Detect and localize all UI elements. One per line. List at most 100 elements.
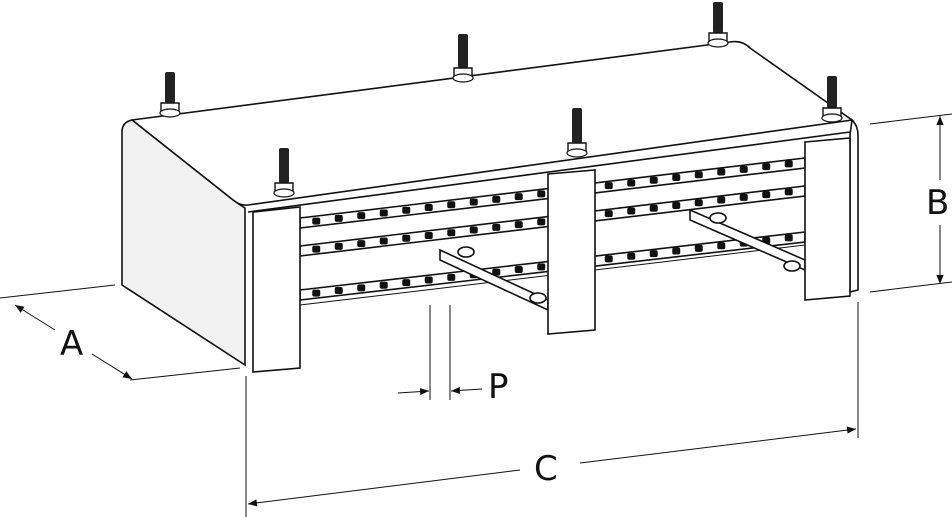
bolt-head (649, 250, 658, 258)
bolt-head (649, 204, 658, 212)
bracket-center (547, 169, 596, 335)
dimension-arrow (450, 386, 483, 395)
threaded-stud (566, 108, 588, 158)
bolt-head (739, 165, 748, 173)
bracket-right (804, 137, 851, 301)
stud-thread (713, 2, 723, 33)
threaded-stud (821, 76, 843, 123)
stud-washer (566, 148, 588, 158)
stud-thread (458, 34, 468, 68)
bolt-head (334, 287, 343, 295)
stud-washer (159, 108, 181, 118)
bolt-head (424, 232, 433, 239)
bolt-head (402, 234, 411, 242)
stud-washer (273, 188, 295, 198)
bolt-head (672, 202, 681, 209)
bolt-head (672, 247, 681, 255)
bolt-head (402, 206, 411, 214)
bolt-head (762, 163, 771, 171)
bracket-left (252, 206, 301, 373)
bolt-head (784, 160, 793, 168)
dimension-label-p: P (488, 367, 509, 407)
stud-thread (279, 148, 289, 183)
bolt-head (604, 210, 613, 218)
bolt-head (312, 289, 321, 297)
dimension-arrow (247, 469, 521, 507)
bolt-head (627, 207, 636, 215)
bolt-head (447, 229, 456, 237)
bolt-head (514, 221, 523, 229)
bolt-head (604, 255, 613, 263)
bolt-head (424, 276, 433, 284)
dimension-a: A (0, 284, 241, 381)
dimension-p: P (397, 305, 509, 407)
support-nut (709, 212, 727, 224)
extension-line (869, 113, 952, 125)
bolt-head (537, 218, 546, 226)
threaded-studs (159, 2, 843, 198)
bolt-head (514, 265, 523, 273)
stud-thread (572, 108, 582, 143)
bolt-head (312, 217, 321, 225)
bolt-head (492, 195, 501, 203)
front-top-edge (247, 131, 851, 213)
bolt-head (672, 174, 681, 181)
bolt-head (469, 226, 478, 234)
bolt-head (762, 191, 771, 199)
threaded-stud (159, 72, 181, 118)
bolt-head (312, 245, 321, 253)
dimension-label-c: C (534, 449, 558, 489)
threaded-stud (707, 2, 729, 48)
bolt-head (379, 281, 388, 289)
bolt-head (717, 242, 726, 250)
threaded-stud (273, 148, 295, 198)
dimension-b: B (869, 113, 952, 293)
bolt-head (717, 168, 726, 176)
bolt-head (694, 171, 703, 179)
dimension-label-b: B (926, 183, 949, 223)
bolt-head (469, 198, 478, 206)
bolt-head (784, 188, 793, 196)
dimension-c: C (245, 302, 859, 517)
bolt-head (694, 244, 703, 252)
top-face (130, 40, 855, 206)
threaded-stud (452, 34, 474, 83)
bolt-head (402, 279, 411, 287)
brackets (252, 137, 851, 373)
stud-thread (165, 72, 175, 103)
bolt-head (379, 209, 388, 217)
dimension-arrow (91, 353, 133, 380)
stud-washer (707, 38, 729, 48)
support-nut (783, 260, 801, 272)
cross-supports (439, 208, 806, 312)
dimension-label-a: A (60, 324, 83, 364)
extension-line (129, 367, 241, 381)
bolt-head (604, 182, 613, 190)
dimension-arrow (579, 426, 857, 464)
bolt-head (447, 273, 456, 281)
bolt-head (424, 204, 433, 211)
extension-line (0, 284, 116, 299)
bolt-head (514, 193, 523, 201)
bolt-head (379, 237, 388, 245)
bolt-head (447, 201, 456, 209)
dimension-arrow (14, 304, 56, 331)
bolt-head (627, 252, 636, 260)
bolt-head (334, 242, 343, 250)
enclosure (121, 40, 859, 367)
bolt-head (492, 268, 501, 276)
bolt-head (739, 193, 748, 201)
bolt-head (784, 234, 793, 242)
bolt-head (649, 176, 658, 184)
bolt-head (357, 240, 366, 248)
bolt-head (357, 284, 366, 292)
bolt-head (627, 179, 636, 187)
bolt-head (717, 196, 726, 204)
bolt-head (357, 212, 366, 220)
bolt-head (334, 214, 343, 222)
support-nut (529, 292, 547, 304)
bolt-head (537, 263, 546, 271)
stud-washer (452, 73, 474, 83)
bolt-head (537, 190, 546, 198)
